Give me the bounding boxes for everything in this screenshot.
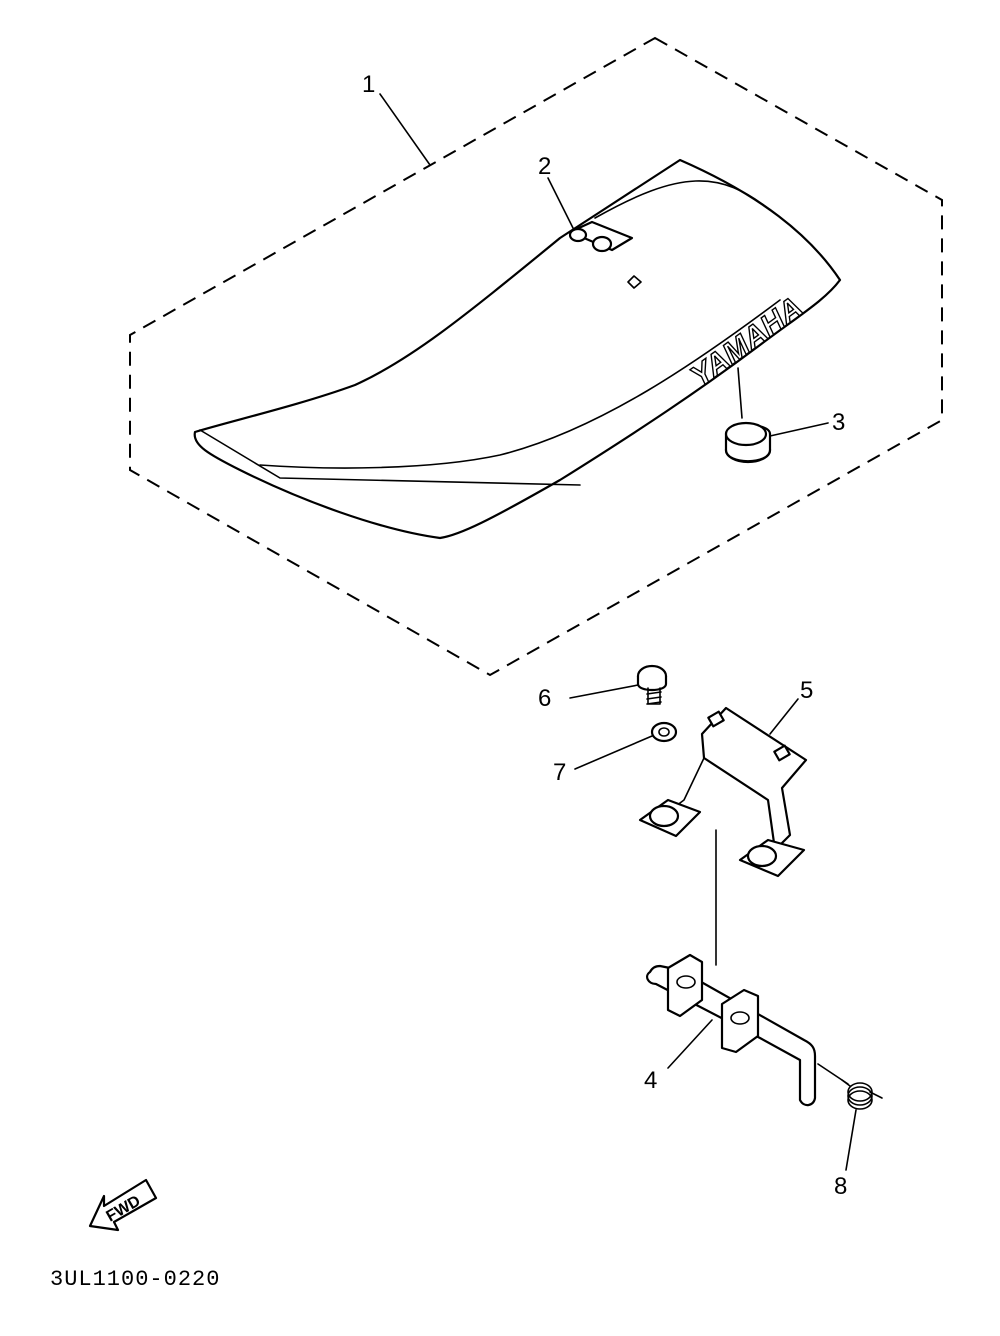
seat-body: YAMAHA [193,158,842,540]
callout-7: 7 [553,759,566,786]
forward-direction-arrow: FWD [88,1178,158,1232]
washer [650,721,678,743]
seat-brand-text: YAMAHA [685,291,809,394]
spring [841,1079,883,1110]
callout-1: 1 [362,71,375,98]
assembly-boundary [129,36,943,677]
seat-bracket [638,706,808,878]
seat-damper [724,421,772,464]
callout-8: 8 [834,1173,847,1200]
drawing-code: 3UL1100-0220 [50,1267,220,1292]
bolt [636,664,668,705]
callout-6: 6 [538,685,551,712]
callout-4: 4 [644,1067,657,1094]
lock-rod [646,953,817,1107]
callout-2: 2 [538,153,551,180]
callout-5: 5 [800,677,813,704]
leader-lines [379,93,857,1171]
seat-hook [568,220,634,253]
callout-3: 3 [832,409,845,436]
